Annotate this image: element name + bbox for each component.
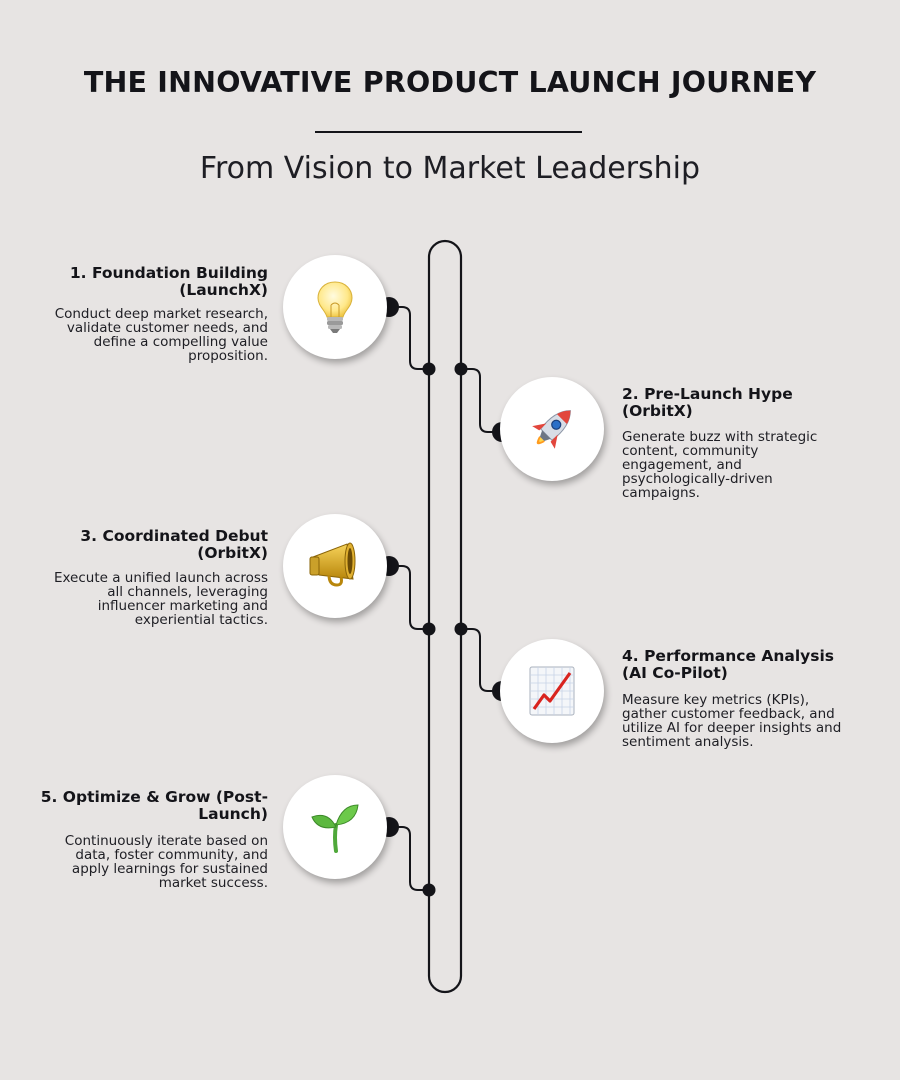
step-1-title: 1. Foundation Building (LaunchX) <box>69 264 268 299</box>
connector-step-2 <box>461 368 502 433</box>
track-dot-step-2 <box>454 362 468 376</box>
step-3-title: 3. Coordinated Debut (OrbitX) <box>80 527 268 562</box>
lightbulb-icon <box>317 281 353 333</box>
title-divider <box>315 131 582 133</box>
connector-step-5 <box>389 826 429 891</box>
step-4-description: Measure key metrics (KPIs), gather custo… <box>622 692 842 750</box>
rocket-icon <box>532 410 571 449</box>
chart-increasing-icon <box>529 666 575 716</box>
connector-step-3 <box>389 565 429 630</box>
step-1-description: Conduct deep market research, validate c… <box>54 306 268 364</box>
step-4-title: 4. Performance Analysis (AI Co-Pilot) <box>622 647 835 682</box>
connector-step-4 <box>461 628 502 692</box>
step-2-icon-circle <box>500 377 604 481</box>
step-3-icon-circle <box>283 514 387 618</box>
track-dot-step-3 <box>422 622 436 636</box>
connector-step-1 <box>389 306 429 370</box>
page-title: THE INNOVATIVE PRODUCT LAUNCH JOURNEY <box>83 66 817 99</box>
step-5-icon-circle <box>283 775 387 879</box>
step-1-icon-circle <box>283 255 387 359</box>
step-3-description: Execute a unified launch across all chan… <box>53 570 268 628</box>
page-subtitle: From Vision to Market Leadership <box>199 151 701 186</box>
step-5-title: 5. Optimize & Grow (Post-Launch) <box>40 788 268 823</box>
track-dot-step-4 <box>454 622 468 636</box>
step-2-title: 2. Pre-Launch Hype (OrbitX) <box>622 385 793 420</box>
step-2-description: Generate buzz with strategic content, co… <box>622 429 818 501</box>
track-dot-step-5 <box>422 883 436 897</box>
step-4-icon-circle <box>500 639 604 743</box>
seedling-icon <box>311 804 359 853</box>
timeline-track <box>427 239 463 994</box>
track-dot-step-1 <box>422 362 436 376</box>
step-5-description: Continuously iterate based on data, fost… <box>64 833 268 891</box>
megaphone-icon <box>309 542 356 587</box>
